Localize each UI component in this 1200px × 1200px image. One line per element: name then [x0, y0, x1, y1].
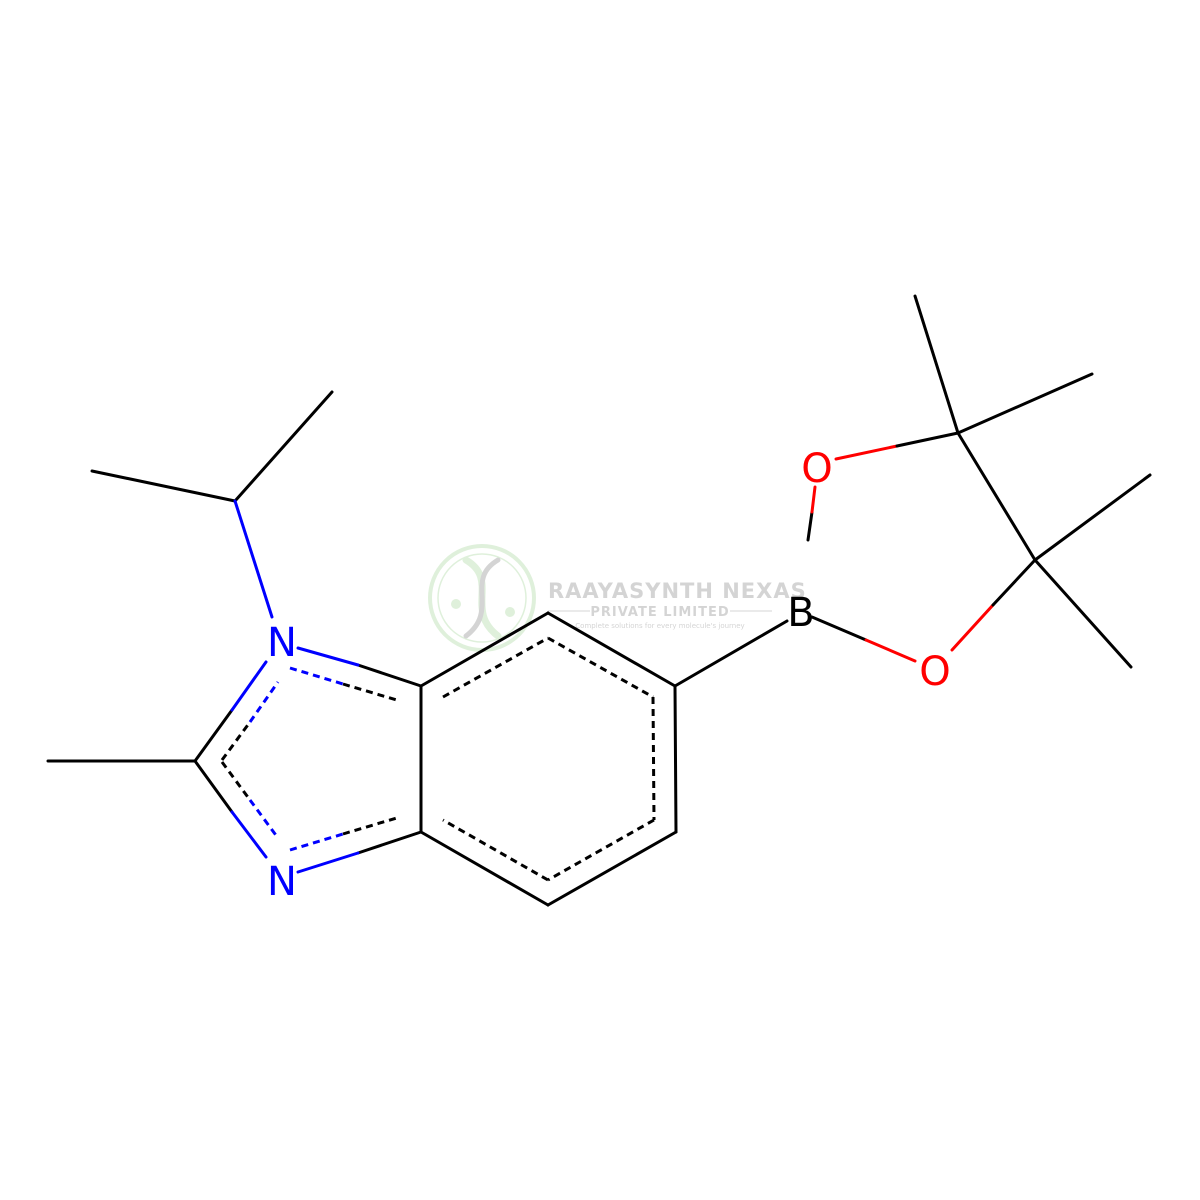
atom-o1-label: O: [801, 446, 832, 492]
bond-c2-n1-black: [193, 708, 234, 763]
bond-o2-cb-red: [950, 603, 995, 652]
atom-o2-label: O: [919, 649, 950, 695]
bond-o1-boron-red: [810, 485, 817, 514]
aromatic-c2-n1-blue: [248, 681, 280, 723]
watermark-subtitle: PRIVATE LIMITED: [590, 605, 729, 620]
bond-c6-boron: [673, 619, 789, 688]
nitrogen-bonds: [230, 499, 360, 874]
bond-isopropyl-left-methyl: [90, 469, 237, 503]
bond-c2-n1-blue: [230, 660, 268, 712]
bond-c7a-c7: [419, 611, 550, 688]
watermark-tagline: Complete solutions for every molecule's …: [575, 622, 744, 630]
atom-n1-label: N: [267, 620, 297, 666]
bond-cb-methyl-bottom: [1033, 558, 1133, 669]
aromatic-c5-c4: [547, 818, 655, 882]
bond-o1-ca-red: [834, 444, 899, 461]
nitrogen-aromatic-dashes: [248, 666, 344, 852]
atom-n3-label: N: [267, 859, 297, 905]
aromatic-c7-c6: [547, 636, 654, 699]
aromatic-c4-c3a: [442, 818, 549, 882]
bond-n3-c3a-black: [356, 830, 423, 855]
bond-isopropyl-right-methyl: [233, 390, 334, 503]
bond-boron-o1: [806, 510, 814, 542]
bond-isopropyl-ch-n1: [233, 499, 274, 619]
bond-c6-c5: [673, 684, 678, 834]
bond-c4-c3a: [419, 830, 550, 907]
watermark: RAAYASYNTH NEXAS PRIVATE LIMITED Complet…: [428, 544, 807, 652]
bond-c2-n3-black: [193, 759, 234, 814]
bond-boron-o2: [810, 615, 868, 642]
oxygen-bond-carbon-halves: [895, 431, 1037, 607]
bond-ca-cb: [956, 431, 1037, 562]
bond-o2-cb-black: [991, 558, 1037, 607]
bond-ca-methyl-right: [956, 372, 1094, 435]
aromatic-c2-n1-black: [220, 721, 252, 761]
aromatic-dashes: [220, 636, 656, 882]
bond-c7-c6: [546, 611, 677, 688]
bond-n1-c7a-black: [356, 663, 423, 688]
aromatic-n3-c3a-black: [342, 815, 401, 836]
bond-c2-n3-blue: [230, 810, 268, 859]
aromatic-n1-c7a-black: [342, 682, 401, 703]
atom-boron-label: B: [787, 590, 814, 636]
watermark-title: RAAYASYNTH NEXAS: [548, 579, 807, 603]
bond-o1-ca-black: [895, 431, 960, 448]
bond-n3-c3a-blue: [296, 851, 360, 874]
carbon-bonds: [46, 294, 1152, 907]
aromatic-c7a-c7: [442, 636, 549, 699]
bond-o2-boron-red: [864, 638, 917, 663]
aromatic-c2-n3-blue: [248, 799, 280, 839]
bond-c5-c4: [546, 830, 678, 907]
oxygen-bonds: [810, 444, 995, 663]
bond-ca-methyl-top: [913, 294, 960, 435]
aromatic-c2-n3-black: [220, 761, 252, 801]
bond-n1-c7a-blue: [296, 646, 360, 667]
aromatic-c6-c5: [651, 696, 656, 821]
aromatic-n1-c7a-blue: [289, 666, 344, 686]
aromatic-n3-c3a-blue: [289, 832, 344, 852]
bond-cb-methyl-top: [1033, 473, 1152, 562]
